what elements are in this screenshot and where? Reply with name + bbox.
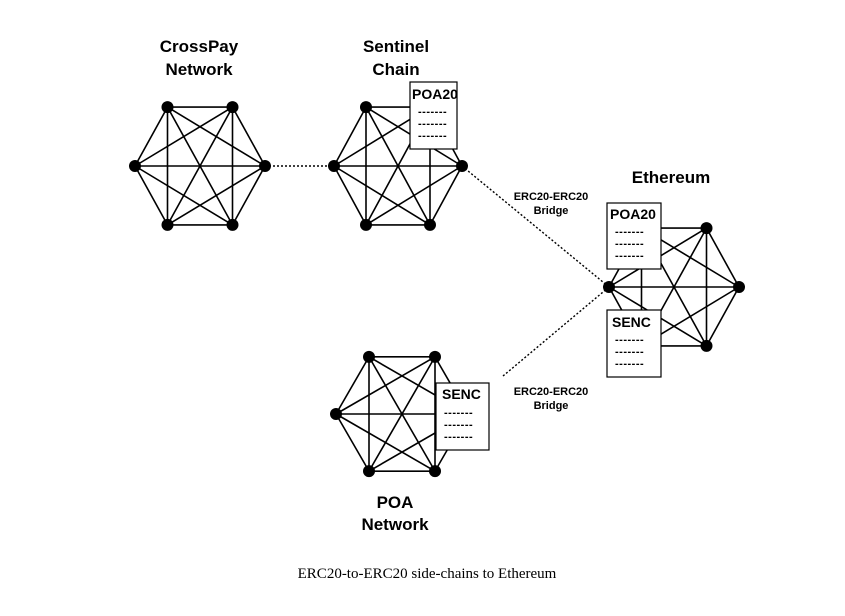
ethereum-doc1-title: POA20 [610, 206, 656, 222]
poa-network-label: Network [361, 515, 429, 534]
network-node [360, 101, 372, 114]
mesh-edge [365, 106, 431, 226]
network-node [226, 101, 239, 114]
mesh-edge [335, 356, 370, 415]
bridge-label: Bridge [534, 205, 569, 217]
ethereum-doc2-line: ------- [615, 346, 644, 358]
network-node [424, 218, 436, 231]
ethereum-doc2-title: SENC [612, 314, 651, 330]
network-node [429, 350, 441, 363]
network-node [700, 222, 713, 235]
network-node [161, 218, 174, 231]
mesh-edge [134, 106, 169, 167]
mesh-edge [705, 286, 740, 347]
mesh-edge [333, 165, 367, 226]
ethereum-doc1-line: ------- [615, 226, 644, 238]
mesh-edge [333, 106, 367, 167]
sentinel-doc-line: ------- [418, 118, 447, 130]
sentinel-doc-title: POA20 [412, 86, 458, 102]
mesh-edge [429, 165, 463, 226]
network-node [129, 160, 141, 172]
mesh-edge [368, 356, 436, 472]
network-node [360, 218, 372, 231]
ethereum-doc1-line: ------- [615, 250, 644, 262]
network-node [733, 281, 745, 293]
mesh-edge [333, 165, 431, 226]
poa-ethereum-bridge-link [502, 286, 610, 377]
mesh-edge [335, 413, 370, 472]
ethereum-doc2-line: ------- [615, 358, 644, 370]
poa-senc-document: SENC ------- ------- ------- [435, 382, 490, 451]
crosspay-network-mesh [129, 101, 271, 231]
bridge-label: Bridge [534, 400, 569, 412]
ethereum-doc1-line: ------- [615, 238, 644, 250]
sentinel-ethereum-bridge-link [461, 165, 610, 288]
network-node [363, 465, 375, 478]
poa-doc-line: ------- [444, 407, 473, 419]
mesh-edge [134, 165, 169, 226]
poa-doc-line: ------- [444, 431, 473, 443]
network-node [330, 408, 342, 420]
mesh-edge [335, 413, 436, 472]
network-node [161, 101, 174, 114]
ethereum-poa20-document: POA20 ------- ------- ------- [606, 202, 662, 270]
bridge-label: ERC20-ERC20 [514, 191, 589, 203]
sentinel-doc-line: ------- [418, 130, 447, 142]
poa-doc-line: ------- [444, 419, 473, 431]
crosspay-network-label: CrossPay [160, 37, 239, 56]
sentinel-doc-line: ------- [418, 106, 447, 118]
mesh-edge [231, 165, 266, 226]
ethereum-senc-document: SENC ------- ------- ------- [606, 309, 662, 378]
ethereum-doc2-line: ------- [615, 334, 644, 346]
network-node [700, 339, 713, 352]
mesh-edge [705, 227, 740, 288]
mesh-edge [231, 106, 266, 167]
sentinel-chain-label: Sentinel [363, 37, 429, 56]
mesh-edge [166, 106, 234, 226]
poa-network-label: POA [377, 493, 414, 512]
sentinel-chain-label: Chain [372, 60, 419, 79]
bridge-label: ERC20-ERC20 [514, 386, 589, 398]
network-node [603, 281, 615, 293]
crosspay-network-label: Network [165, 60, 233, 79]
sentinel-poa20-document: POA20 ------- ------- ------- [409, 81, 458, 150]
figure-caption: ERC20-to-ERC20 side-chains to Ethereum [298, 566, 557, 582]
ethereum-label: Ethereum [632, 168, 710, 187]
network-node [429, 465, 441, 478]
network-node [226, 218, 239, 231]
mesh-edge [134, 165, 233, 226]
network-node [363, 350, 375, 363]
poa-doc-title: SENC [442, 386, 481, 402]
